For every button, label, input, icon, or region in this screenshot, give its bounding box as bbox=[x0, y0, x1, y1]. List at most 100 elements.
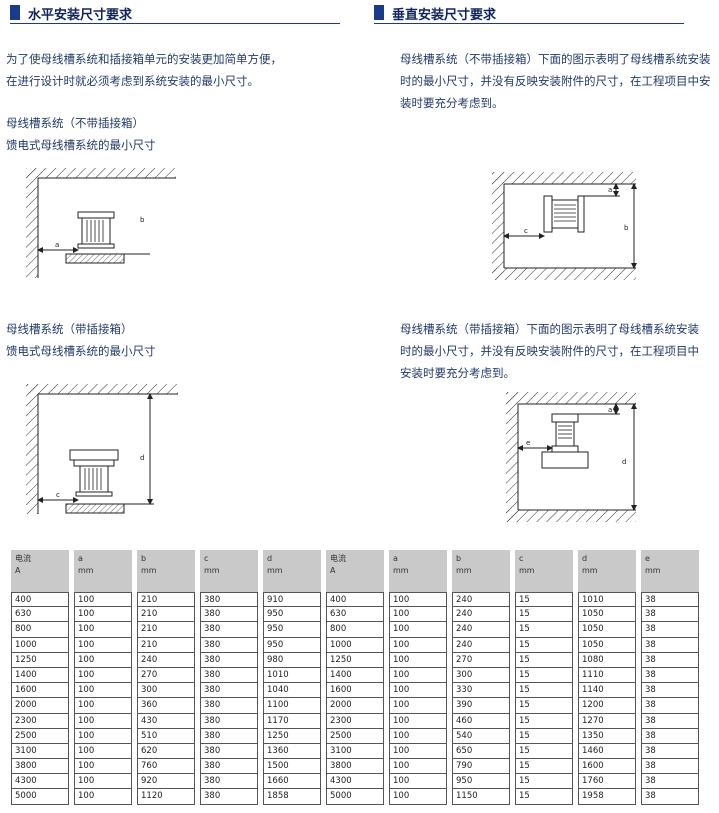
table-cell: 1140 bbox=[578, 683, 636, 699]
table-cell: 2000 bbox=[326, 698, 384, 714]
table-cell: 2300 bbox=[326, 713, 384, 729]
table-cell: 100 bbox=[74, 667, 132, 684]
table-cell: 1500 bbox=[263, 759, 321, 775]
vertical-diagram-with-tapbox: a d e bbox=[506, 392, 637, 522]
text-line: 母线槽系统（不带插接箱）下面的图示表明了母线槽系统安装 bbox=[400, 52, 711, 66]
table-cell: 38 bbox=[641, 652, 699, 668]
table-cell: 100 bbox=[389, 667, 447, 684]
table-cell: 800 bbox=[11, 622, 69, 638]
table-cell: 1200 bbox=[578, 698, 636, 714]
left-case1-text: 母线槽系统（不带插接箱） 馈电式母线槽系统的最小尺寸 bbox=[6, 112, 156, 156]
table-cell: 5000 bbox=[11, 789, 69, 805]
table-cell: 100 bbox=[389, 789, 447, 805]
table-cell: 38 bbox=[641, 637, 699, 653]
table-cell: 210 bbox=[137, 607, 195, 623]
table-cell: 1050 bbox=[578, 637, 636, 653]
header-text: 电流 bbox=[15, 554, 31, 563]
table-cell: 240 bbox=[452, 607, 510, 623]
dimension-label-d: d bbox=[140, 454, 144, 462]
table-cell: 100 bbox=[74, 713, 132, 729]
dimension-label-b: b bbox=[140, 216, 145, 224]
table-cell: 100 bbox=[389, 637, 447, 653]
table-cell: 5000 bbox=[326, 789, 384, 805]
table-cell: 100 bbox=[389, 622, 447, 638]
table-cell: 380 bbox=[200, 789, 258, 805]
dimension-label-a: a bbox=[608, 186, 612, 194]
table-cell: 15 bbox=[515, 743, 573, 760]
table-cell: 380 bbox=[200, 667, 258, 684]
text-line: 馈电式母线槽系统的最小尺寸 bbox=[6, 138, 156, 152]
table-cell: 2300 bbox=[11, 713, 69, 729]
table-cell: 1360 bbox=[263, 743, 321, 760]
header-bar-marker bbox=[374, 5, 384, 20]
table-cell: 38 bbox=[641, 683, 699, 699]
header-text: mm bbox=[141, 566, 157, 575]
table-cell: 38 bbox=[641, 667, 699, 684]
table-cell: 100 bbox=[74, 622, 132, 638]
table-cell: 300 bbox=[452, 667, 510, 684]
right-section-title: 垂直安装尺寸要求 bbox=[392, 8, 497, 23]
table-cell: 100 bbox=[389, 713, 447, 729]
table-cell: 380 bbox=[200, 683, 258, 699]
table-cell: 38 bbox=[641, 698, 699, 714]
dimension-label-a: a bbox=[608, 406, 612, 414]
header-underline bbox=[10, 23, 340, 24]
table-cell: 4300 bbox=[11, 774, 69, 790]
header-text: e bbox=[645, 554, 650, 563]
table-cell: 800 bbox=[326, 622, 384, 638]
table-cell: 15 bbox=[515, 728, 573, 744]
table-cell: 100 bbox=[74, 652, 132, 668]
left-case2-text: 母线槽系统（带插接箱） 馈电式母线槽系统的最小尺寸 bbox=[6, 318, 156, 362]
table-cell: 100 bbox=[74, 607, 132, 623]
table-cell: 400 bbox=[326, 592, 384, 608]
table-cell: 380 bbox=[200, 652, 258, 668]
table-cell: 38 bbox=[641, 728, 699, 744]
table-cell: 210 bbox=[137, 637, 195, 653]
horizontal-diagram-no-tapbox: a b bbox=[26, 168, 176, 278]
header-text: d bbox=[267, 554, 273, 563]
header-text: d bbox=[582, 554, 588, 563]
table-cell: 100 bbox=[389, 698, 447, 714]
table-cell: 38 bbox=[641, 713, 699, 729]
table-cell: 1000 bbox=[11, 637, 69, 653]
header-text: c bbox=[204, 554, 209, 563]
table-cell: 300 bbox=[137, 683, 195, 699]
table-cell: 1350 bbox=[578, 728, 636, 744]
text-line: 安装时要充分考虑到。 bbox=[400, 366, 515, 380]
table-cell: 380 bbox=[200, 713, 258, 729]
table-cell: 790 bbox=[452, 759, 510, 775]
header-underline bbox=[374, 23, 684, 24]
table-cell: 1958 bbox=[578, 789, 636, 805]
header-text: mm bbox=[519, 566, 535, 575]
text-line: 母线槽系统（不带插接箱） bbox=[6, 116, 144, 130]
table-cell: 380 bbox=[200, 774, 258, 790]
left-intro-text: 为了使母线槽系统和插接箱单元的安装更加简单方便， 在进行设计时就必须考虑到系统安… bbox=[6, 48, 282, 92]
table-cell: 1100 bbox=[263, 698, 321, 714]
table-cell: 380 bbox=[200, 698, 258, 714]
right-case1-text: 母线槽系统（不带插接箱）下面的图示表明了母线槽系统安装 时的最小尺寸，并没有反映… bbox=[400, 48, 711, 114]
table-cell: 1080 bbox=[578, 652, 636, 668]
table-cell: 1010 bbox=[578, 592, 636, 608]
table-cell: 4300 bbox=[326, 774, 384, 790]
dimension-label-b: b bbox=[624, 224, 629, 232]
table-cell: 1270 bbox=[578, 713, 636, 729]
table-cell: 100 bbox=[389, 683, 447, 699]
right-case2-text: 母线槽系统（带插接箱）下面的图示表明了母线槽系统安装 时的最小尺寸，并没有反映安… bbox=[400, 318, 699, 384]
header-text: b bbox=[141, 554, 147, 563]
header-text: 电流 bbox=[330, 554, 346, 563]
header-bar-marker bbox=[10, 5, 20, 20]
table-cell: 2500 bbox=[326, 728, 384, 744]
table-cell: 15 bbox=[515, 622, 573, 638]
table-cell: 15 bbox=[515, 607, 573, 623]
table-cell: 1250 bbox=[11, 652, 69, 668]
table-cell: 360 bbox=[137, 698, 195, 714]
header-text: b bbox=[456, 554, 462, 563]
table-cell: 240 bbox=[137, 652, 195, 668]
table-cell: 1010 bbox=[263, 667, 321, 684]
